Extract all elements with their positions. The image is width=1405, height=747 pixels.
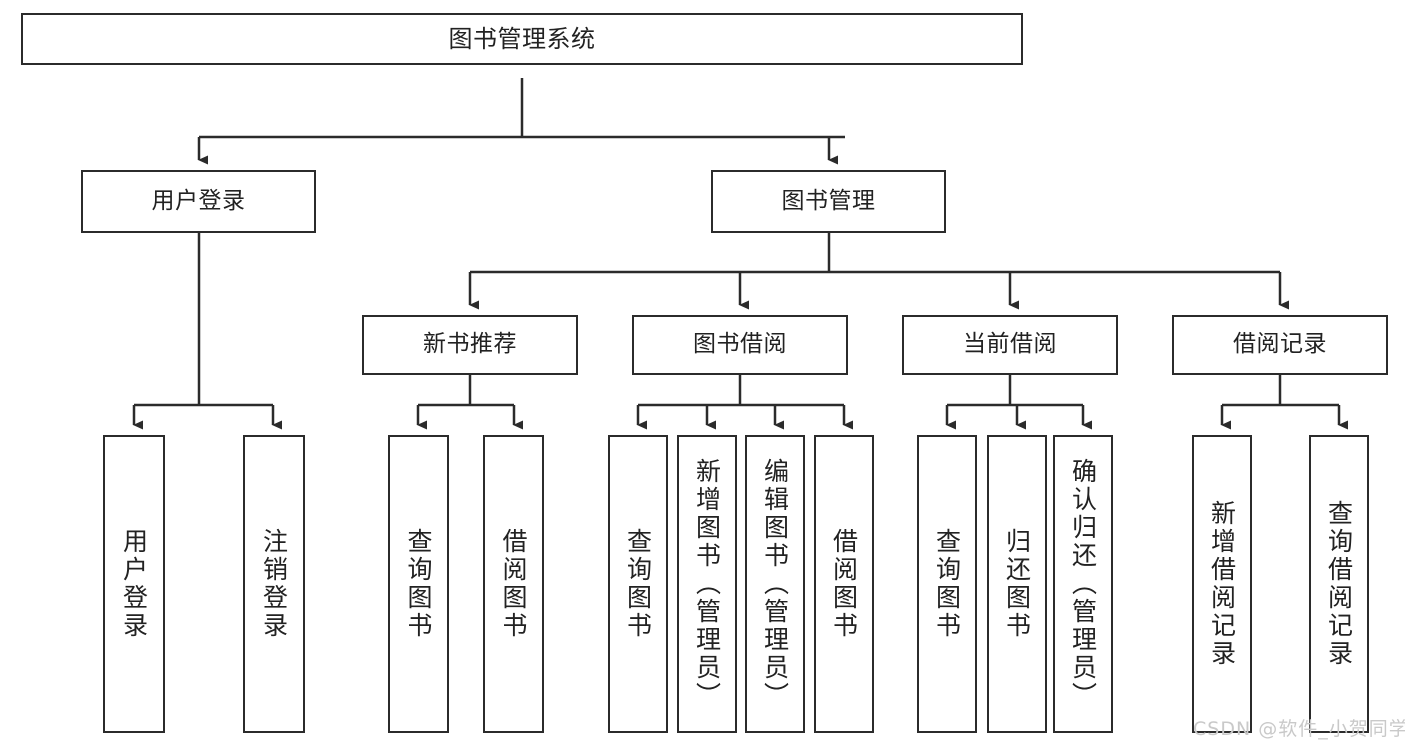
node-leaf-user-login[interactable]: 用户登录 — [103, 435, 165, 733]
node-book-management-label: 图书管理 — [781, 187, 876, 214]
node-leaf-logout[interactable]: 注销登录 — [243, 435, 305, 733]
node-book-management[interactable]: 图书管理 — [711, 170, 946, 233]
node-leaf-borrow-book-1[interactable]: 借阅图书 — [483, 435, 544, 733]
node-borrow-record[interactable]: 借阅记录 — [1172, 315, 1388, 375]
node-leaf-add-borrow-record[interactable]: 新增借阅记录 — [1192, 435, 1252, 733]
node-new-book-recommend[interactable]: 新书推荐 — [362, 315, 578, 375]
node-root[interactable]: 图书管理系统 — [21, 13, 1023, 65]
node-leaf-user-login-label: 用户登录 — [119, 528, 149, 640]
csdn-watermark: CSDN @软件_小贺同学 — [1193, 718, 1405, 740]
node-user-login[interactable]: 用户登录 — [81, 170, 316, 233]
node-leaf-add-borrow-record-label: 新增借阅记录 — [1207, 500, 1237, 668]
node-leaf-query-book-2-label: 查询图书 — [623, 528, 653, 640]
node-leaf-query-book-1[interactable]: 查询图书 — [388, 435, 449, 733]
node-book-borrow[interactable]: 图书借阅 — [632, 315, 848, 375]
node-leaf-edit-book-admin-label: 编辑图书（管理员） — [760, 458, 790, 710]
node-leaf-logout-label: 注销登录 — [259, 528, 289, 640]
node-leaf-borrow-book-2-label: 借阅图书 — [829, 528, 859, 640]
node-leaf-query-book-1-label: 查询图书 — [404, 528, 433, 640]
node-book-borrow-label: 图书借阅 — [693, 331, 787, 358]
node-current-borrow[interactable]: 当前借阅 — [902, 315, 1118, 375]
node-leaf-add-book-admin-label: 新增图书（管理员） — [692, 458, 722, 710]
node-leaf-add-book-admin[interactable]: 新增图书（管理员） — [677, 435, 737, 733]
node-borrow-record-label: 借阅记录 — [1233, 331, 1327, 358]
node-leaf-borrow-book-1-label: 借阅图书 — [499, 528, 528, 640]
node-leaf-query-borrow-record-label: 查询借阅记录 — [1324, 500, 1354, 668]
node-leaf-query-borrow-record[interactable]: 查询借阅记录 — [1309, 435, 1369, 733]
node-leaf-query-book-3-label: 查询图书 — [932, 528, 962, 640]
node-leaf-edit-book-admin[interactable]: 编辑图书（管理员） — [745, 435, 805, 733]
node-current-borrow-label: 当前借阅 — [963, 331, 1057, 358]
node-leaf-confirm-return-admin[interactable]: 确认归还（管理员） — [1053, 435, 1113, 733]
node-leaf-return-book[interactable]: 归还图书 — [987, 435, 1047, 733]
node-leaf-confirm-return-admin-label: 确认归还（管理员） — [1068, 458, 1098, 710]
node-new-book-recommend-label: 新书推荐 — [423, 331, 517, 358]
node-leaf-borrow-book-2[interactable]: 借阅图书 — [814, 435, 874, 733]
node-leaf-query-book-3[interactable]: 查询图书 — [917, 435, 977, 733]
node-leaf-query-book-2[interactable]: 查询图书 — [608, 435, 668, 733]
node-leaf-return-book-label: 归还图书 — [1002, 528, 1032, 640]
node-user-login-label: 用户登录 — [151, 187, 246, 214]
node-root-label: 图书管理系统 — [448, 24, 596, 53]
